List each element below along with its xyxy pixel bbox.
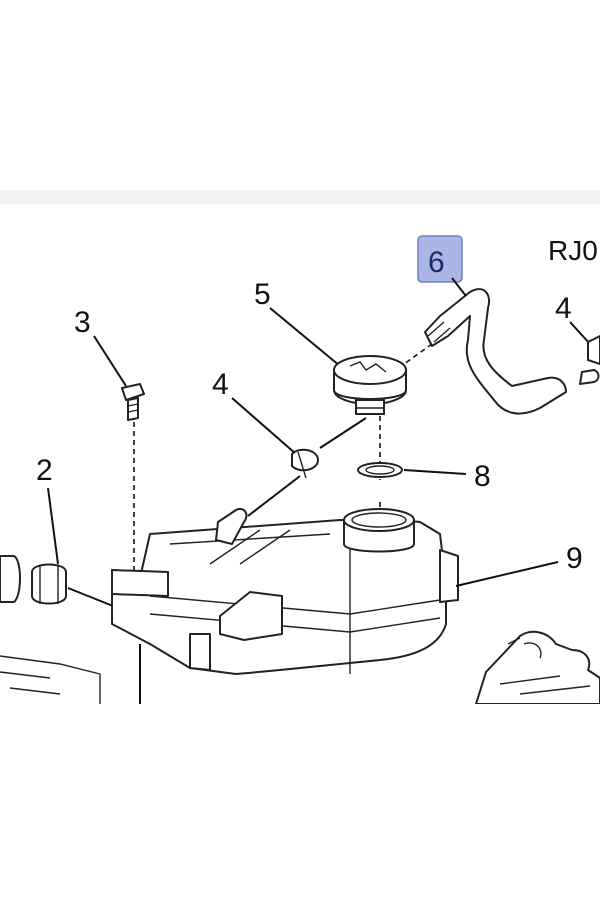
separator-band bbox=[0, 190, 600, 204]
bottom-blank-area bbox=[0, 704, 600, 900]
leader-5 bbox=[269, 307, 341, 367]
assembly-line-hose bbox=[403, 343, 433, 365]
callout-5[interactable]: 5 bbox=[254, 278, 271, 311]
callout-9[interactable]: 9 bbox=[566, 542, 583, 575]
filler-neck[interactable] bbox=[343, 508, 415, 553]
tank-nipple[interactable] bbox=[215, 508, 248, 545]
clamp-to-tank-lower-line bbox=[67, 587, 119, 609]
callout-6[interactable]: 6 bbox=[428, 246, 445, 279]
parts-diagram: RJ0 6 4 5 bbox=[0, 204, 600, 704]
hose-clamp-lower[interactable] bbox=[0, 555, 67, 605]
pressure-cap[interactable] bbox=[333, 355, 407, 415]
cap-seal[interactable] bbox=[357, 462, 403, 478]
callout-2[interactable]: 2 bbox=[36, 454, 53, 487]
engine-component-right bbox=[475, 630, 600, 704]
callout-4-left[interactable]: 4 bbox=[212, 368, 229, 401]
hose-clamp-left[interactable] bbox=[291, 448, 319, 479]
callout-3[interactable]: 3 bbox=[74, 306, 91, 339]
diagram-code-label: RJ0 bbox=[548, 235, 598, 266]
leader-4-left bbox=[231, 397, 297, 455]
callout-4-right[interactable]: 4 bbox=[555, 292, 572, 325]
callout-8[interactable]: 8 bbox=[474, 460, 491, 493]
clamp-to-cap-line bbox=[319, 417, 367, 449]
clamp-to-tank-line bbox=[247, 475, 301, 517]
hose-clamp-right[interactable] bbox=[579, 335, 600, 385]
parts-diagram-svg: RJ0 6 4 5 bbox=[0, 235, 600, 704]
leader-2 bbox=[47, 487, 59, 565]
overflow-hose[interactable] bbox=[424, 277, 567, 415]
leader-8 bbox=[403, 469, 467, 475]
callout-6-highlight bbox=[417, 235, 463, 283]
leader-3 bbox=[93, 335, 127, 387]
top-blank-area bbox=[0, 0, 600, 190]
mounting-bolt[interactable] bbox=[121, 383, 145, 421]
leader-4-right bbox=[569, 321, 591, 345]
body-panel-left bbox=[0, 655, 101, 704]
leader-9 bbox=[455, 561, 559, 587]
